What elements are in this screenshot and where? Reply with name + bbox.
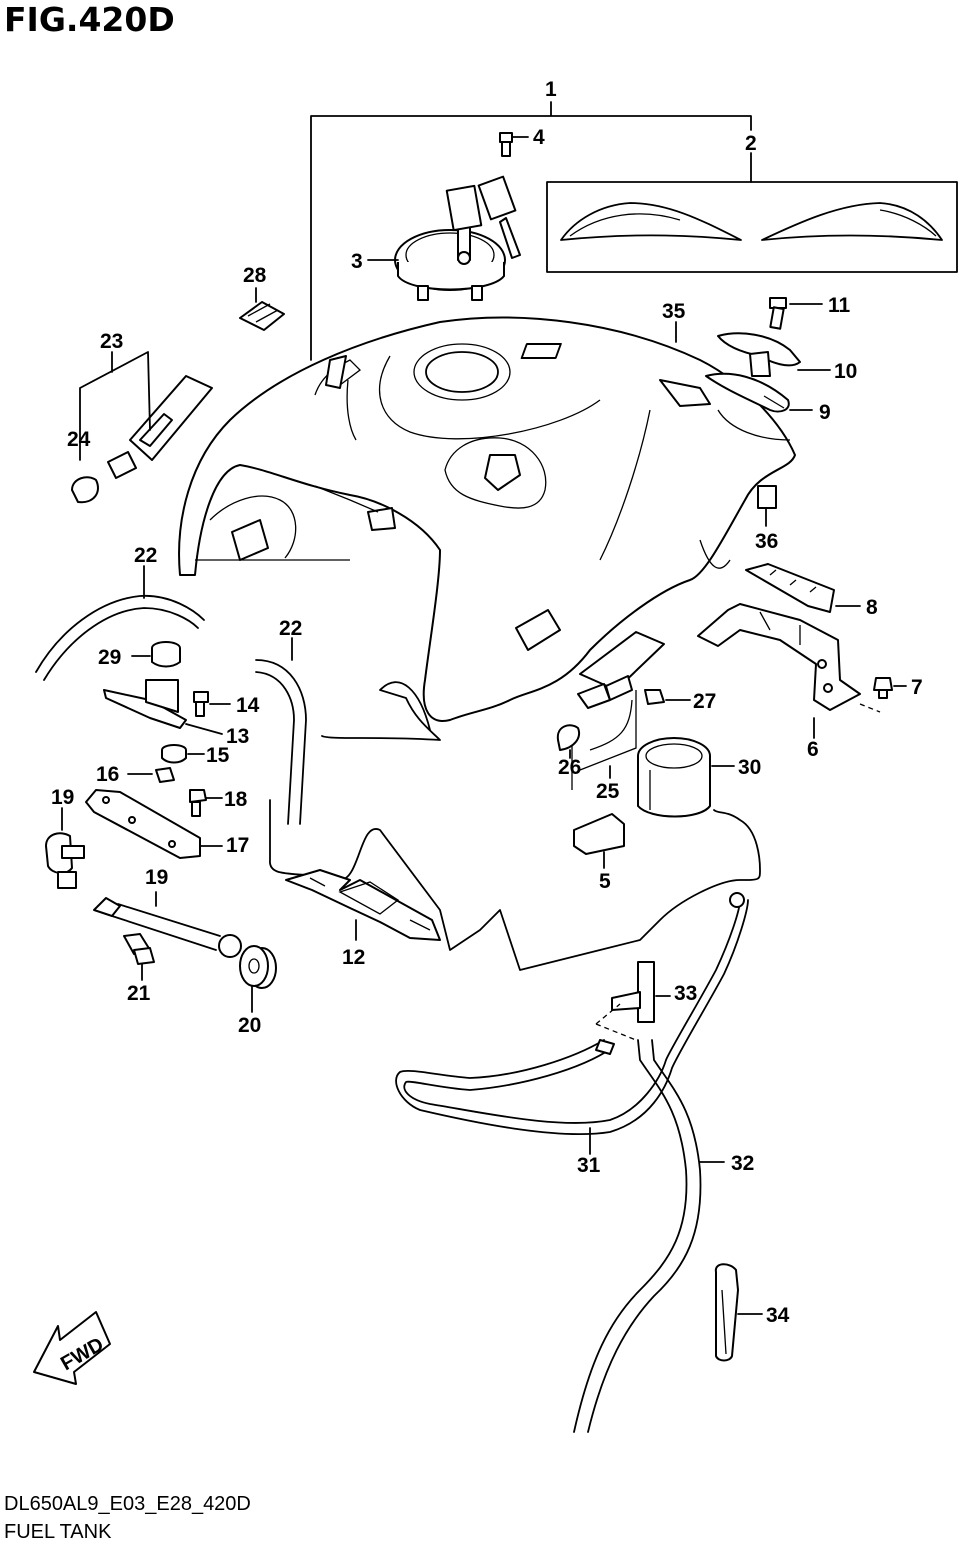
callout-6: 6 [807, 738, 819, 761]
pad-28 [239, 287, 285, 331]
callout-33: 33 [674, 982, 697, 1005]
cover-23 [79, 351, 213, 479]
bracket-6 [697, 603, 861, 739]
seal-strip-12 [269, 681, 761, 971]
callout-23: 23 [100, 330, 123, 353]
fuel-cap-assembly-3 [367, 175, 521, 301]
callout-29: 29 [98, 646, 121, 669]
label-36 [757, 485, 777, 527]
callout-labels: 1 2 3 4 5 6 7 8 9 10 11 12 13 14 15 16 1… [51, 78, 923, 1327]
bolt-27 [644, 689, 691, 705]
cap-24 [71, 476, 99, 504]
bolt-7 [859, 677, 907, 713]
callout-15: 15 [206, 744, 230, 767]
hose-32 [573, 1039, 725, 1433]
callout-5: 5 [599, 870, 611, 893]
fitting-19-top [45, 807, 85, 889]
fwd-arrow: FWD [33, 1311, 111, 1385]
diagram-code: DL650AL9_E03_E28_420D [4, 1493, 251, 1515]
callout-22-left: 22 [134, 544, 157, 567]
hose-31 [395, 892, 749, 1155]
callout-4: 4 [533, 126, 545, 149]
callout-3: 3 [351, 250, 363, 273]
callout-28: 28 [243, 264, 267, 287]
bolt-21 [123, 933, 155, 981]
bracket-17 [85, 789, 223, 859]
callout-2: 2 [745, 132, 757, 155]
bracket-10 [717, 332, 831, 377]
callout-19-top: 19 [51, 786, 74, 809]
cushion-26 [556, 724, 580, 759]
callout-17: 17 [226, 834, 249, 857]
fitting-19-bottom [93, 891, 242, 958]
screw-14 [193, 691, 231, 717]
callout-27: 27 [693, 690, 716, 713]
callout-35: 35 [662, 300, 686, 323]
hose-22-left [35, 565, 205, 681]
callout-16: 16 [96, 763, 119, 786]
bracket-25 [571, 631, 665, 790]
leader-1 [310, 101, 752, 361]
label-5 [573, 813, 625, 869]
callout-24: 24 [67, 428, 91, 451]
callout-32: 32 [731, 1152, 754, 1175]
callout-19-bottom: 19 [145, 866, 168, 889]
cap-bolt-4 [499, 132, 529, 157]
bracket-13 [103, 679, 223, 735]
figure-title: FIG.420D [4, 0, 175, 39]
callout-26: 26 [558, 756, 581, 779]
grommet-29 [131, 641, 181, 668]
callout-22-center: 22 [279, 617, 302, 640]
cup-30 [637, 737, 735, 818]
callout-31: 31 [577, 1154, 601, 1177]
callout-10: 10 [834, 360, 857, 383]
plate-9 [705, 372, 813, 413]
callout-18: 18 [224, 788, 248, 811]
cushion-8 [745, 563, 861, 613]
callout-36: 36 [755, 530, 778, 553]
hose-22-center [255, 637, 307, 825]
joint-33 [595, 961, 671, 1041]
callout-21: 21 [127, 982, 151, 1005]
callout-1: 1 [545, 78, 557, 101]
callout-13: 13 [226, 725, 249, 748]
callout-25: 25 [596, 780, 620, 803]
clip-34 [714, 1263, 763, 1362]
diagram-name: FUEL TANK [4, 1521, 112, 1543]
callout-11: 11 [828, 294, 851, 317]
callout-14: 14 [236, 694, 260, 717]
bolt-11 [769, 297, 823, 330]
callout-30: 30 [738, 756, 761, 779]
fuel-tank-body [178, 316, 796, 722]
callout-8: 8 [866, 596, 878, 619]
callout-7: 7 [911, 676, 923, 699]
callout-34: 34 [766, 1304, 790, 1327]
callout-9: 9 [819, 401, 831, 424]
callout-12: 12 [342, 946, 365, 969]
stripe-decal-box [546, 152, 958, 273]
collar-16 [127, 767, 175, 783]
label-35 [520, 321, 677, 359]
grommet-15 [161, 744, 205, 764]
bolt-18 [189, 789, 223, 817]
cushion-20 [239, 945, 277, 1013]
callout-20: 20 [238, 1014, 261, 1037]
